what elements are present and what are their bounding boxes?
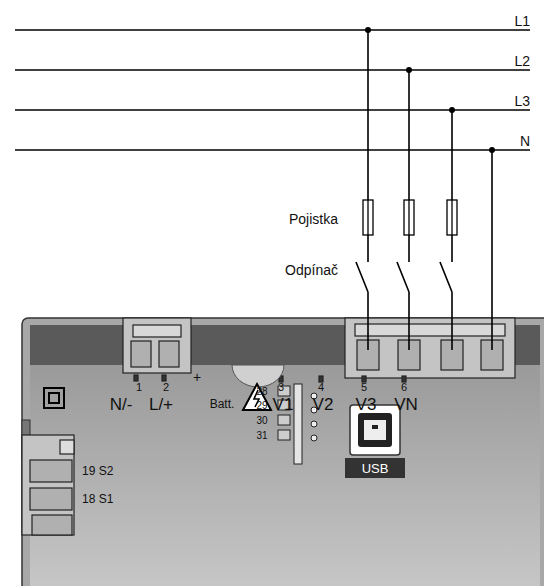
terminal-label: 19 S2 — [82, 465, 113, 477]
component-label: Pojistka — [289, 212, 338, 226]
terminal-label: 6 — [401, 382, 407, 393]
battery-slot — [232, 365, 284, 387]
protection-class-icon — [44, 388, 64, 408]
line-name: L1 — [514, 14, 530, 28]
terminal-label: 2 — [163, 382, 169, 393]
terminal-label: USB — [362, 462, 389, 475]
device-housing — [22, 318, 544, 586]
junction-dots — [365, 27, 495, 153]
usb-port — [345, 405, 405, 478]
pulse-connector — [22, 435, 74, 535]
terminal-label: 18 S1 — [82, 493, 113, 505]
terminal-label: V1 — [273, 396, 294, 413]
power-connector — [123, 318, 191, 381]
terminal-label: 3 — [278, 382, 284, 393]
fuse-symbols — [363, 200, 457, 235]
terminal-label: N/- — [110, 396, 133, 413]
terminal-label: 29 — [256, 401, 267, 411]
terminal-label: 30 — [256, 416, 267, 426]
terminal-label: VN — [394, 396, 418, 413]
terminal-label: L/+ — [149, 396, 173, 413]
drop-wires — [356, 30, 492, 350]
terminal-label: V2 — [313, 396, 334, 413]
line-name: L3 — [514, 94, 530, 108]
line-name: N — [520, 134, 530, 148]
terminal-label: + — [193, 370, 201, 384]
line-name: L2 — [514, 54, 530, 68]
voltage-connector — [279, 318, 515, 382]
terminal-label: 5 — [361, 382, 367, 393]
warning-symbol — [243, 384, 271, 410]
terminal-label: 28 — [256, 387, 267, 397]
terminal-label: 31 — [256, 431, 267, 441]
component-label: Odpínač — [285, 263, 338, 277]
terminal-label: 4 — [318, 382, 324, 393]
terminal-label: 1 — [136, 382, 142, 393]
terminal-label: V3 — [356, 396, 377, 413]
terminal-label: Batt. — [210, 398, 235, 410]
